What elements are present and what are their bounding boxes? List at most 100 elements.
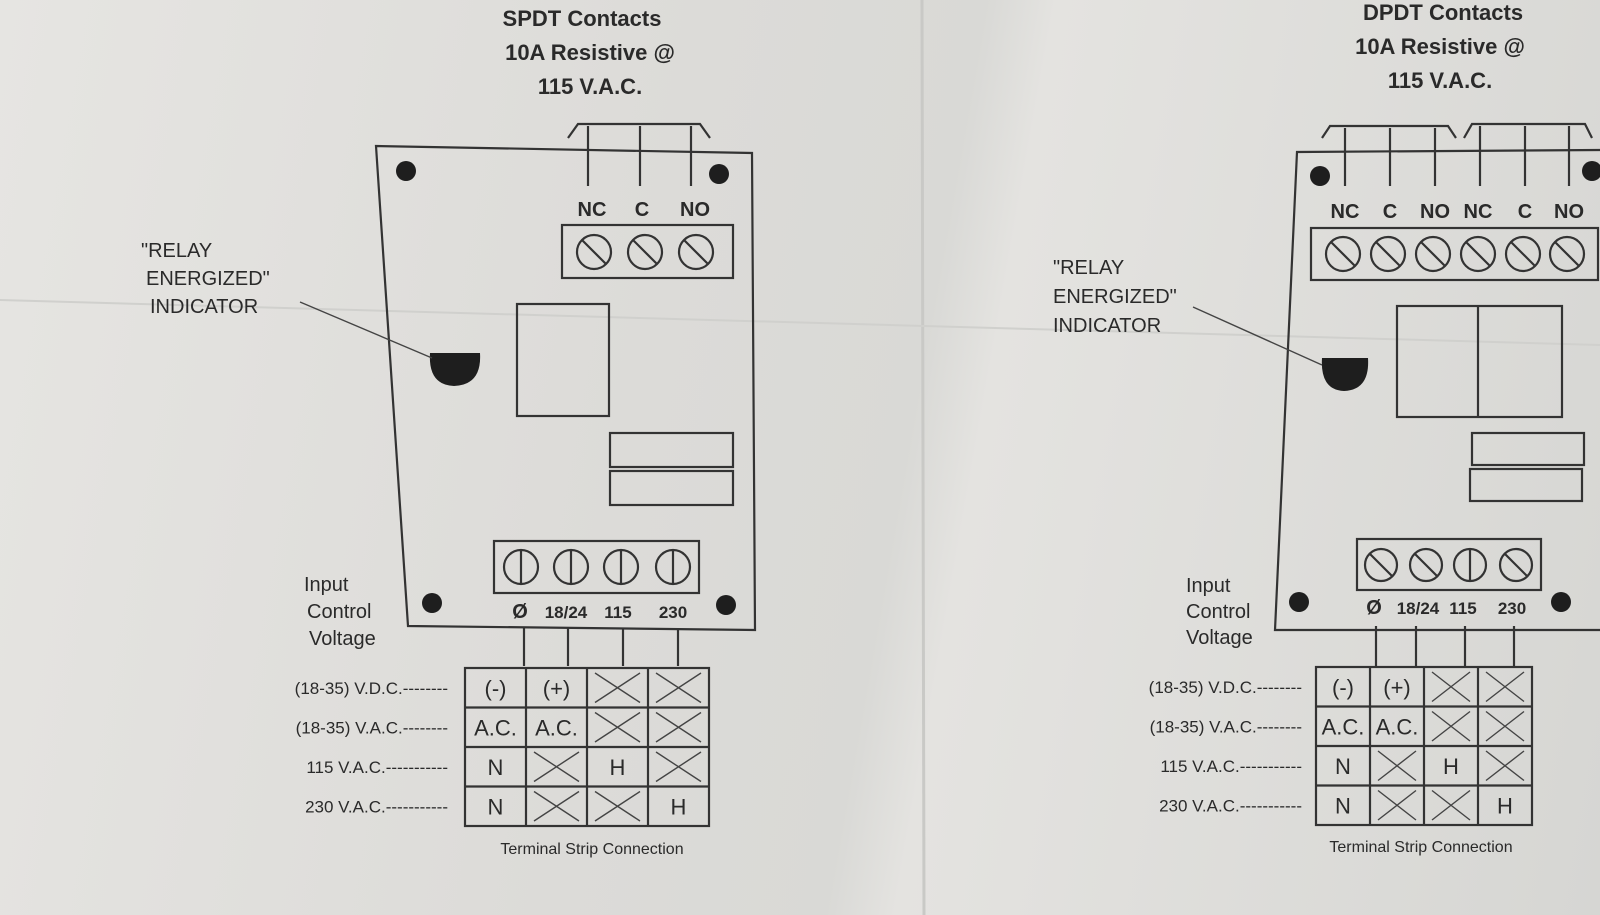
table-row-label: (18-35) V.D.C.-------- xyxy=(1149,678,1302,697)
screw-icon xyxy=(1452,547,1488,583)
spdt-relay-component xyxy=(515,302,611,418)
spdt-indicator-leader xyxy=(299,301,433,359)
dpdt-mount-hole-bl xyxy=(1289,592,1309,612)
screw-icon xyxy=(626,233,664,271)
dpdt-header-line-3: 115 V.A.C. xyxy=(1388,68,1492,93)
dpdt-indicator-leader xyxy=(1192,306,1323,366)
spdt-diagram: SPDT Contacts 10A Resistive @ 115 V.A.C.… xyxy=(141,6,757,858)
not-used-cross-icon xyxy=(594,672,641,704)
table-cell: N xyxy=(1335,754,1351,779)
not-used-cross-icon xyxy=(1485,671,1525,703)
not-used-cross-icon xyxy=(1377,789,1417,821)
dpdt-input-terminal-18-24: 18/24 xyxy=(1397,599,1440,618)
screw-icon xyxy=(1369,235,1407,273)
dpdt-relay-indicator-led xyxy=(1321,358,1369,391)
dpdt-contact-bracket-1 xyxy=(1321,124,1457,139)
dpdt-mount-hole-tl xyxy=(1310,166,1330,186)
dpdt-header-line-1: DPDT Contacts xyxy=(1363,0,1523,25)
spdt-input-label-3: Voltage xyxy=(309,628,376,650)
not-used-cross-icon xyxy=(655,672,702,704)
spdt-mount-hole-tr xyxy=(709,164,729,184)
spdt-terminal-label-c: C xyxy=(635,199,649,221)
screw-icon xyxy=(1324,235,1362,273)
spdt-header-line-3: 115 V.A.C. xyxy=(538,74,642,99)
not-used-cross-icon xyxy=(533,790,580,822)
screw-icon xyxy=(1408,547,1444,583)
dpdt-indicator-label-2: ENERGIZED" xyxy=(1053,286,1177,308)
spdt-input-label-1: Input xyxy=(304,574,349,596)
table-row-label: (18-35) V.D.C.-------- xyxy=(295,679,448,698)
spdt-header-line-1: SPDT Contacts xyxy=(503,6,662,31)
paper-fold-vertical xyxy=(920,0,926,915)
not-used-cross-icon xyxy=(1485,750,1525,782)
spdt-input-terminal-ground: Ø xyxy=(512,601,528,623)
spdt-input-terminal-230: 230 xyxy=(659,603,687,622)
table-cell: N xyxy=(488,794,504,819)
dpdt-indicator-label-1: "RELAY xyxy=(1053,257,1124,279)
spdt-input-label-2: Control xyxy=(307,601,371,623)
spdt-header-line-2: 10A Resistive @ xyxy=(505,40,675,65)
dpdt-output-terminal-block xyxy=(1309,226,1600,282)
table-cell: (+) xyxy=(1383,675,1411,700)
dpdt-input-terminal-block xyxy=(1355,537,1543,592)
screw-icon xyxy=(502,548,540,586)
screw-icon xyxy=(1498,547,1534,583)
spdt-output-screws xyxy=(575,233,715,271)
not-used-cross-icon xyxy=(1431,789,1471,821)
spdt-relay-board xyxy=(374,144,757,632)
table-cell: (+) xyxy=(543,676,571,701)
table-cell: A.C. xyxy=(474,715,517,740)
spdt-connection-table: (18-35) V.D.C.--------(-)(+)(18-35) V.A.… xyxy=(295,666,711,828)
dpdt-input-label-1: Input xyxy=(1186,575,1231,597)
screw-icon xyxy=(654,548,692,586)
dpdt-mount-hole-tr xyxy=(1582,161,1600,181)
screw-icon xyxy=(575,233,613,271)
dpdt-table-caption: Terminal Strip Connection xyxy=(1329,839,1512,856)
not-used-cross-icon xyxy=(533,751,580,783)
spdt-mount-hole-br xyxy=(716,595,736,615)
spdt-component-2 xyxy=(608,469,735,507)
screw-icon xyxy=(1459,235,1497,273)
screw-icon xyxy=(1548,235,1586,273)
not-used-cross-icon xyxy=(1431,710,1471,742)
screw-icon xyxy=(677,233,715,271)
spdt-indicator-label-1: "RELAY xyxy=(141,240,212,262)
table-cell: N xyxy=(488,755,504,780)
table-cell: (-) xyxy=(1332,675,1354,700)
dpdt-terminal-label-c-2: C xyxy=(1518,201,1532,223)
dpdt-input-terminal-230: 230 xyxy=(1498,599,1526,618)
dpdt-mount-hole-br xyxy=(1551,592,1571,612)
spdt-terminal-label-nc: NC xyxy=(578,199,607,221)
table-cell: A.C. xyxy=(1322,714,1365,739)
dpdt-connection-table: (18-35) V.D.C.--------(-)(+)(18-35) V.A.… xyxy=(1149,665,1534,827)
screw-icon xyxy=(552,548,590,586)
dpdt-header-line-2: 10A Resistive @ xyxy=(1355,34,1525,59)
table-cell: A.C. xyxy=(535,715,578,740)
spdt-mount-hole-tl xyxy=(396,161,416,181)
not-used-cross-icon xyxy=(1431,671,1471,703)
table-cell: A.C. xyxy=(1376,714,1419,739)
dpdt-input-terminal-ground: Ø xyxy=(1366,597,1382,619)
table-row-label: 230 V.A.C.----------- xyxy=(1159,796,1302,815)
dpdt-terminal-label-nc-2: NC xyxy=(1464,201,1493,223)
spdt-terminal-label-no: NO xyxy=(680,199,710,221)
dpdt-contact-bracket-2 xyxy=(1463,122,1593,139)
not-used-cross-icon xyxy=(655,711,702,743)
spdt-input-terminal-block xyxy=(492,539,701,595)
dpdt-input-label-3: Voltage xyxy=(1186,627,1253,649)
dpdt-terminal-label-nc-1: NC xyxy=(1331,201,1360,223)
not-used-cross-icon xyxy=(594,711,641,743)
screw-icon xyxy=(1504,235,1542,273)
table-cell: N xyxy=(1335,793,1351,818)
not-used-cross-icon xyxy=(655,751,702,783)
dpdt-relay-board xyxy=(1273,148,1600,632)
dpdt-input-label-2: Control xyxy=(1186,601,1250,623)
spdt-output-terminal-block xyxy=(560,223,735,280)
table-row-label: 230 V.A.C.----------- xyxy=(305,797,448,816)
dpdt-component-1 xyxy=(1470,431,1586,467)
spdt-input-screws xyxy=(502,548,692,586)
spdt-indicator-label-2: ENERGIZED" xyxy=(146,268,270,290)
table-cell: H xyxy=(671,794,687,819)
table-cell: H xyxy=(610,755,626,780)
